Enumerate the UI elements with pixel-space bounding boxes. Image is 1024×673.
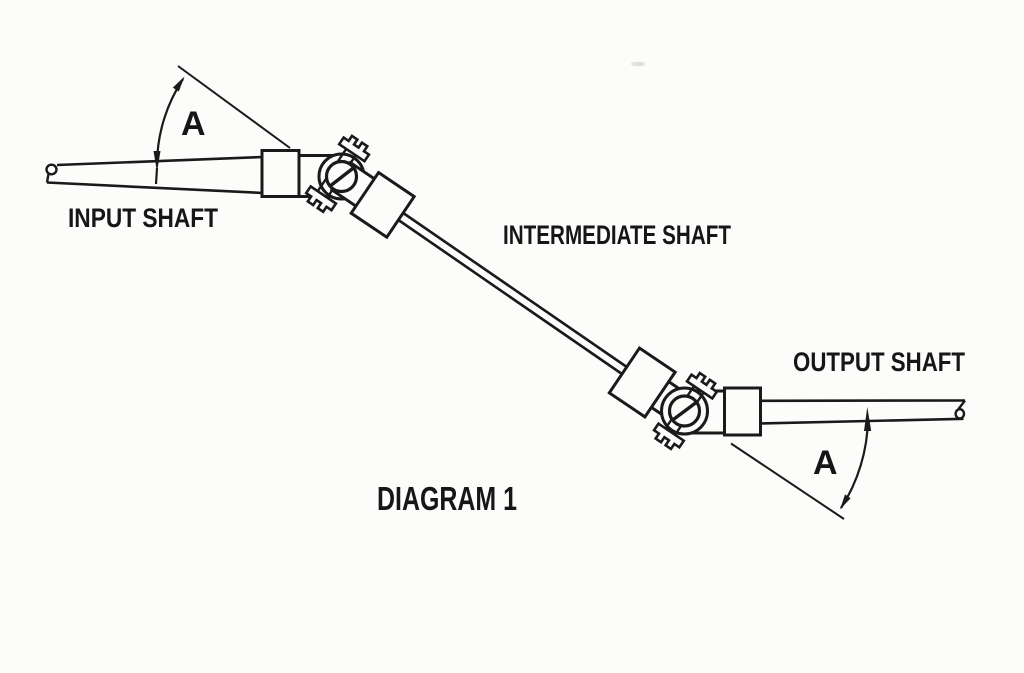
u-joint-front (260, 134, 417, 240)
arrow-up (864, 407, 872, 431)
output-shaft (760, 399, 966, 425)
rear-collar-intermediate (607, 345, 678, 419)
shaft-break-symbol (954, 407, 966, 420)
front-clamp-tab-bottom (304, 184, 338, 214)
scan-smudge (631, 61, 645, 67)
angle-reference-line (730, 442, 845, 520)
intermediate-shaft-label: INTERMEDIATE SHAFT (503, 220, 731, 250)
diagram-caption: DIAGRAM 1 (377, 480, 517, 517)
arrow-down (153, 151, 161, 172)
angle-label-right: A (813, 444, 838, 482)
output-shaft-label: OUTPUT SHAFT (793, 347, 965, 377)
rear-collar-output (723, 386, 762, 437)
input-shaft (45, 155, 264, 195)
front-screw-slot (328, 166, 356, 188)
front-collar-intermediate (349, 170, 417, 240)
angle-annotation-right (730, 407, 872, 520)
arrow-up (172, 76, 185, 92)
intermediate-shaft (397, 211, 628, 376)
front-clamp-tab-top (337, 134, 371, 164)
u-joint-rear (607, 345, 762, 451)
rear-clamp-tab-bottom (652, 421, 686, 451)
front-collar-input (260, 149, 301, 198)
rear-screw-slot (670, 400, 699, 422)
angle-annotation-left (153, 65, 291, 185)
angle-reference-line (177, 65, 291, 149)
arrow-down (840, 494, 851, 510)
angle-label-left: A (181, 105, 206, 143)
rear-clamp-tab-top (685, 371, 719, 401)
front-clamp (304, 134, 371, 214)
shaft-break-symbol (45, 163, 58, 176)
input-shaft-label: INPUT SHAFT (68, 203, 218, 233)
